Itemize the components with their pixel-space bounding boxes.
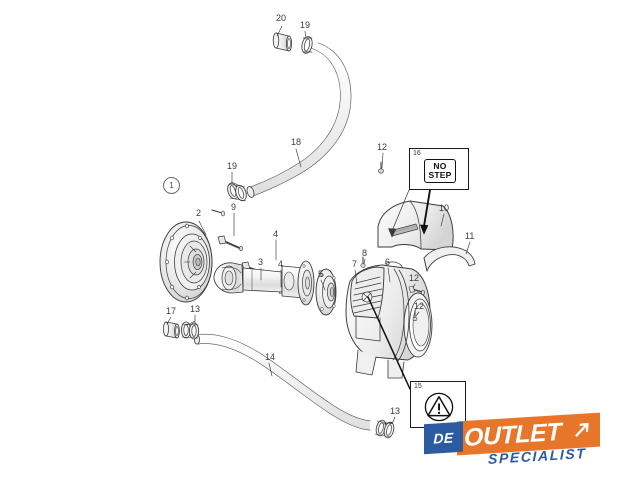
leader-lines	[166, 25, 471, 425]
no-step-decal: NO STEP	[424, 159, 456, 183]
hose-sleeve-17	[162, 321, 180, 339]
callout-20: 20	[276, 13, 287, 23]
callout-circle-1: 1	[163, 177, 180, 194]
logo-de-block: DE	[424, 421, 463, 455]
warning-triangle-icon	[424, 392, 454, 422]
callout-19-a: 19	[300, 20, 311, 30]
callout-13-b: 13	[390, 406, 401, 416]
callout-label: 1	[169, 181, 174, 190]
shield-cover-part-10	[377, 200, 454, 251]
flywheel-part-2	[159, 221, 213, 303]
callout-10: 10	[439, 203, 450, 213]
callout-12-b: 12	[409, 273, 420, 283]
callout-7: 7	[352, 259, 358, 269]
bolt-part-9	[217, 235, 243, 252]
callout-18: 18	[291, 137, 302, 147]
no-step-line-2: STEP	[428, 170, 452, 180]
hose-clamp-13-left	[180, 321, 199, 340]
callout-4-a: 4	[273, 229, 279, 239]
logo-outlet-block: OUTLET	[457, 412, 600, 456]
universal-joint-shaft-part-3	[213, 260, 315, 306]
callout-4-b: 4	[278, 259, 284, 269]
callout-14: 14	[265, 352, 276, 362]
hose-clamp-19-upper	[301, 36, 313, 54]
decal-box-index: 16	[413, 150, 421, 157]
grille-guard-part-7	[350, 266, 385, 342]
small-hardware-near-flywheel	[211, 209, 226, 217]
pointer-nostep-leftarm	[388, 189, 410, 238]
callout-12-c: 12	[414, 301, 425, 311]
no-step-line-1: NO	[433, 160, 447, 171]
lower-hose-part-14	[193, 333, 371, 431]
callout-9: 9	[231, 202, 237, 212]
callout-2: 2	[196, 208, 202, 218]
bolt-part-12-shield	[412, 309, 418, 322]
logo-arrow-icon	[575, 422, 589, 437]
hose-clamp-19-lower	[227, 182, 247, 202]
warning-box-index: 15	[414, 383, 422, 390]
shield-bracket-part-11	[423, 246, 476, 272]
callout-11: 11	[465, 231, 475, 241]
bolt-part-12-top	[378, 161, 384, 174]
logo-de-text: DE	[433, 429, 454, 447]
upper-hose-part-18	[246, 42, 352, 198]
pointer-warning-to-grille	[367, 296, 411, 390]
bolt-part-8	[360, 256, 366, 268]
hose-clamp-13-right	[374, 419, 395, 439]
callout-6: 6	[385, 257, 391, 267]
callout-13-a: 13	[190, 304, 201, 314]
callout-19-b: 19	[227, 161, 238, 171]
callout-5: 5	[318, 269, 324, 279]
callout-17: 17	[166, 306, 177, 316]
callout-3: 3	[258, 257, 264, 267]
callout-12-a: 12	[377, 142, 388, 152]
no-step-decal-box: 16 NO STEP	[409, 148, 469, 190]
bolt-part-12-right	[408, 285, 425, 295]
callout-8: 8	[362, 248, 368, 258]
pointer-nostep-to-shield	[420, 189, 431, 235]
watermark-logo: OUTLET DE SPECIALIST	[424, 412, 610, 473]
warning-decal-box: 15	[410, 381, 466, 428]
hose-sleeve-20	[272, 32, 292, 52]
